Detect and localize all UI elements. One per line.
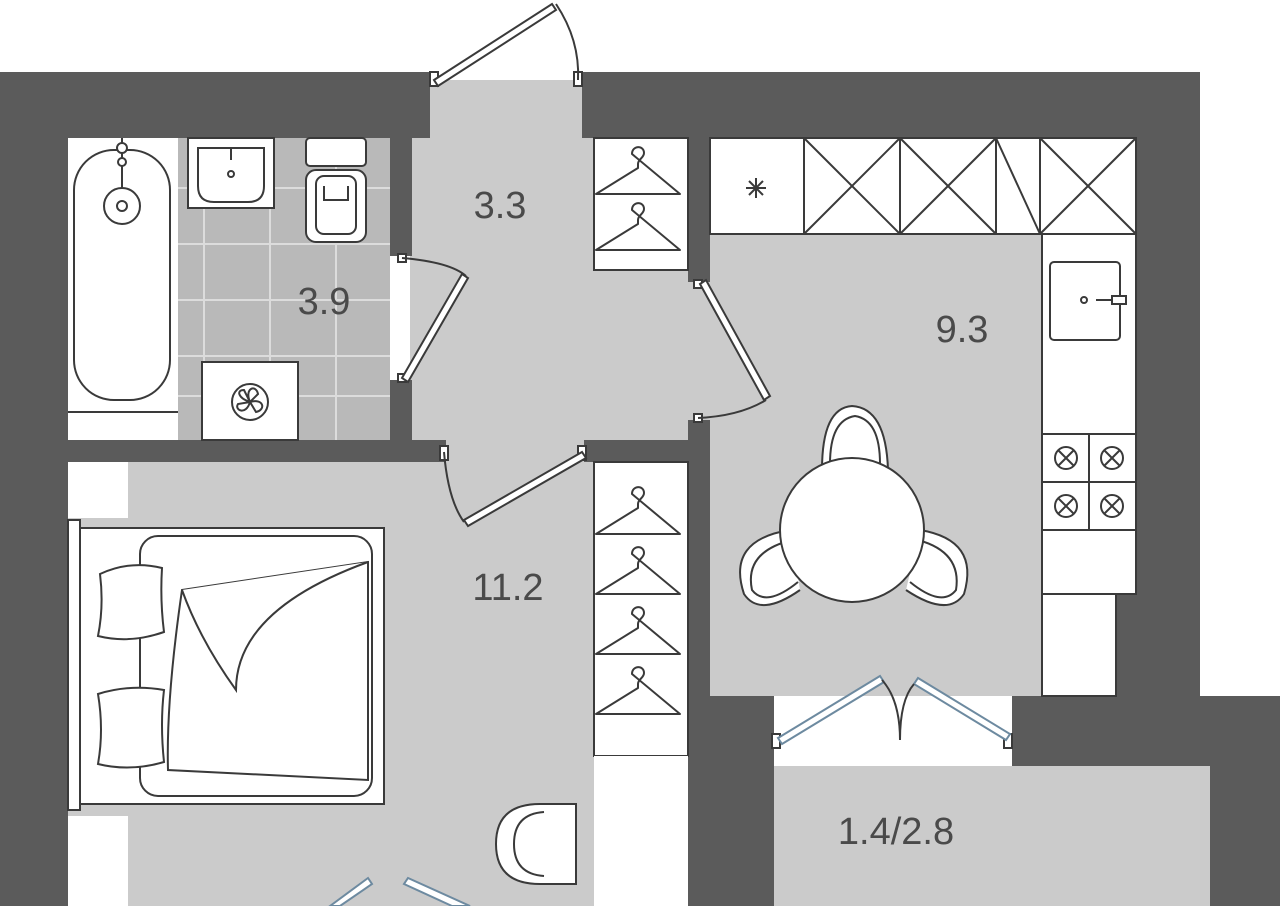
snowflake-icon — [746, 178, 766, 198]
balcony-area-label: 1.4/2.8 — [838, 811, 954, 853]
wall-top-right — [582, 72, 1200, 138]
wall-left — [0, 72, 68, 906]
bed — [67, 519, 385, 811]
washing-machine — [201, 361, 299, 441]
fridge — [709, 137, 805, 235]
hallway-area-label: 3.3 — [474, 185, 527, 227]
wall-bath-hall-top — [390, 138, 412, 256]
wall-top-left — [0, 72, 430, 138]
sink — [187, 137, 275, 209]
pillow — [96, 686, 166, 769]
bathroom-area-label: 3.9 — [298, 281, 351, 323]
dining-set — [739, 404, 969, 607]
armchair — [494, 803, 577, 885]
kitchen-door[interactable] — [693, 278, 772, 423]
balcony-door[interactable] — [771, 674, 1013, 749]
upper-cabinets — [803, 137, 1137, 235]
balcony-floor — [760, 766, 1210, 906]
walls — [0, 72, 1280, 906]
wall-balcony-far-right — [1210, 696, 1280, 906]
entrance-door[interactable] — [429, 2, 583, 88]
chair — [905, 529, 969, 607]
bedroom-niche-bottom — [68, 816, 128, 906]
wall-corner-left — [390, 72, 430, 138]
dining-table — [779, 457, 925, 603]
kitchen-fixtures — [709, 137, 1137, 697]
bedroom-wardrobe — [593, 461, 689, 757]
bathroom-door[interactable] — [397, 253, 470, 384]
bedroom-side-panel — [594, 756, 688, 906]
bedroom-niche-top — [68, 462, 128, 518]
kitchen-counter-side-lower — [1041, 593, 1117, 697]
wall-right-step — [1116, 594, 1200, 696]
bedroom-area-label: 11.2 — [472, 567, 543, 609]
toilet — [305, 137, 367, 243]
wall-balcony-left — [688, 696, 774, 906]
bedroom-fixtures — [67, 461, 689, 906]
stove — [1041, 433, 1137, 531]
bathroom-fixtures — [68, 137, 367, 441]
bedroom-door[interactable] — [439, 445, 588, 528]
bedroom-window-door[interactable] — [328, 876, 471, 906]
kitchen-sink — [1049, 261, 1127, 341]
shower-icon — [103, 138, 141, 225]
wall-hall-kitchen-top — [688, 138, 710, 282]
fan-icon — [231, 383, 269, 421]
doors — [328, 2, 1013, 906]
wall-hall-bed-right — [584, 440, 708, 462]
pillow — [96, 564, 166, 641]
chair — [821, 404, 889, 471]
wall-bath-bed — [68, 440, 446, 462]
room-labels: 3.3 3.9 9.3 11.2 1.4/2.8 — [298, 185, 989, 853]
hallway-wardrobe — [593, 137, 689, 271]
wall-right — [1136, 72, 1200, 696]
kitchen-area-label: 9.3 — [936, 309, 989, 351]
